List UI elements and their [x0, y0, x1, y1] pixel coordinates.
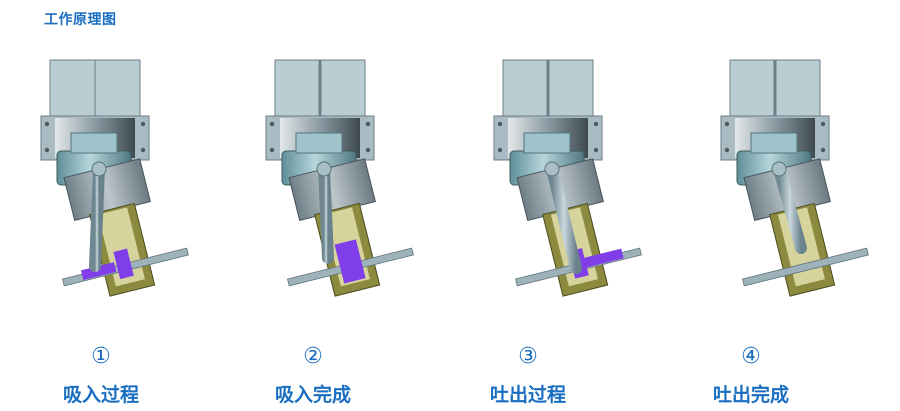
valve-port-icon	[742, 247, 869, 287]
bolt-hole	[140, 121, 146, 127]
pump-unit-4	[720, 59, 869, 297]
piston-rod-icon	[89, 163, 105, 272]
bolt-hole	[44, 147, 50, 153]
page-title: 工作原理图	[44, 12, 117, 28]
bolt-hole	[593, 147, 599, 153]
bolt-hole	[365, 121, 371, 127]
rod-pivot	[544, 161, 560, 177]
stage-3-caption: 吐出过程	[489, 384, 566, 406]
bolt-hole	[820, 121, 826, 127]
rotor-cap	[70, 132, 118, 154]
tilted-cylinder-icon	[62, 158, 189, 297]
bolt-hole	[593, 121, 599, 127]
piston-body	[334, 239, 366, 284]
piston-head	[576, 248, 624, 270]
stage-4-caption: 吐出完成	[712, 384, 789, 406]
stage-4-number: ④	[741, 344, 761, 369]
bolt-hole	[497, 147, 503, 153]
bolt-hole	[140, 147, 146, 153]
bolt-hole	[724, 147, 730, 153]
bolt-hole	[724, 121, 730, 127]
piston-rod-icon	[773, 163, 807, 254]
stage-3-number: ③	[518, 344, 538, 369]
rod-pivot	[91, 161, 107, 177]
piston-rod-icon	[546, 163, 582, 274]
rotor-cap	[523, 132, 571, 154]
bolt-hole	[497, 121, 503, 127]
bolt-hole	[820, 147, 826, 153]
stage-2-number: ②	[303, 344, 323, 369]
stage-1-number: ①	[91, 344, 111, 369]
bolt-hole	[44, 121, 50, 127]
stage-2-caption: 吸入完成	[274, 384, 351, 406]
piston-body	[113, 248, 134, 280]
pump-unit-1	[40, 59, 189, 297]
bolt-hole	[365, 147, 371, 153]
piston-rod-icon	[318, 163, 334, 264]
bolt-hole	[269, 147, 275, 153]
stage-1-caption: 吸入过程	[62, 384, 139, 406]
pump-unit-2	[265, 59, 414, 297]
rotor-cap	[295, 132, 343, 154]
rotor-cap	[750, 132, 798, 154]
rod-pivot	[316, 161, 332, 177]
piston-head	[80, 262, 117, 281]
rod-pivot	[771, 161, 787, 177]
pump-unit-3	[493, 59, 642, 297]
bolt-hole	[269, 121, 275, 127]
